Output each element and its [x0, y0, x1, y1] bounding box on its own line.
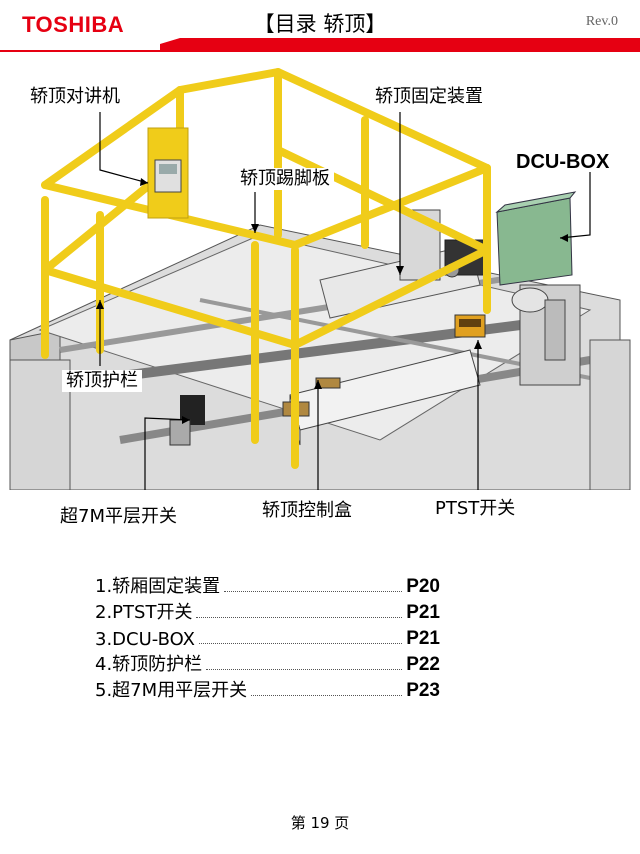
car-top-diagram: [9, 68, 631, 490]
callout-control-box: 轿顶控制盒: [262, 500, 352, 521]
toc-item-label: 3.DCU-BOX: [95, 629, 196, 650]
toc-leader-dots: [199, 643, 403, 644]
callout-leveling-switch: 超7M平层开关: [60, 506, 177, 527]
page-title: 【目录 轿顶】: [253, 12, 387, 36]
callout-intercom: 轿顶对讲机: [30, 86, 120, 107]
revision-label: Rev.0: [585, 14, 618, 29]
toc-item-page: P21: [406, 628, 440, 649]
toc-item-label: 1.轿厢固定装置: [95, 576, 221, 597]
toc-item-label: 4.轿顶防护栏: [95, 654, 203, 675]
toc-item-page: P23: [406, 680, 440, 701]
callout-fixing-device: 轿顶固定装置: [375, 86, 483, 107]
toc-leader-dots: [224, 591, 403, 592]
callout-ptst-switch: PTST开关: [435, 498, 516, 519]
toc-item[interactable]: 3.DCU-BOX P21: [95, 624, 440, 650]
toc-item-label: 2.PTST开关: [95, 602, 193, 623]
toc-item-page: P21: [406, 602, 440, 623]
toc-leader-dots: [251, 695, 403, 696]
header-red-bar: [0, 38, 640, 52]
toc-item[interactable]: 1.轿厢固定装置 P20: [95, 572, 440, 598]
toc-leader-dots: [196, 617, 403, 618]
toc-item-page: P20: [406, 576, 440, 597]
toc-item[interactable]: 4.轿顶防护栏 P22: [95, 650, 440, 676]
toc-leader-dots: [206, 669, 403, 670]
toc-item[interactable]: 5.超7M用平层开关 P23: [95, 676, 440, 702]
toc-item-page: P22: [406, 654, 440, 675]
toc-item-label: 5.超7M用平层开关: [95, 680, 248, 701]
callout-guardrail: 轿顶护栏: [62, 370, 142, 392]
page-number: 第 19 页: [290, 814, 350, 832]
callout-toe-board: 轿顶踢脚板: [236, 168, 334, 190]
table-of-contents: 1.轿厢固定装置 P20 2.PTST开关 P21 3.DCU-BOX P21 …: [95, 572, 440, 702]
callout-dcu-box: DCU-BOX: [516, 151, 610, 173]
toshiba-logo: TOSHIBA: [22, 12, 125, 37]
toc-item[interactable]: 2.PTST开关 P21: [95, 598, 440, 624]
